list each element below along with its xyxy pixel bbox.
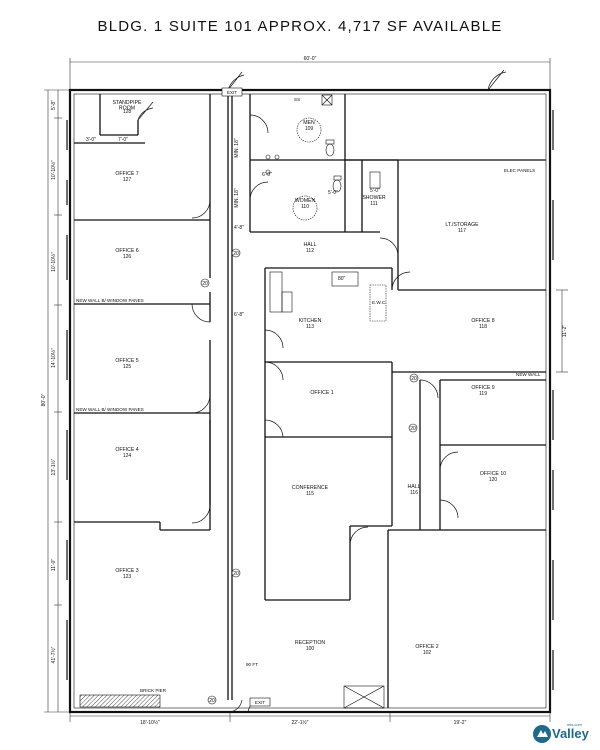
restroom-dim-3: 5'-0" bbox=[370, 188, 380, 194]
room-name: OFFICE 5 bbox=[115, 358, 138, 364]
standpipe-dim-1: 3'-0" bbox=[86, 137, 96, 143]
fixtures bbox=[265, 94, 387, 709]
plan-title: BLDG. 1 SUITE 101 APPROX. 4,717 SF AVAIL… bbox=[97, 18, 503, 35]
room-number: 111 bbox=[370, 201, 378, 207]
left-seg-4: 14'-10½" bbox=[50, 348, 57, 368]
left-total-label: 80'-0" bbox=[41, 393, 47, 406]
room-name: SHOWER bbox=[362, 195, 386, 201]
room-name: CONFERENCE bbox=[292, 485, 329, 491]
exit-sign-top bbox=[221, 87, 243, 97]
logo-text: Valley bbox=[552, 726, 589, 741]
tag-20a: 20 bbox=[202, 281, 208, 287]
left-seg-2: 10'-10½" bbox=[50, 160, 57, 180]
hall-dim-2: 6'-8" bbox=[234, 312, 244, 318]
left-seg-6: 11'-0" bbox=[51, 559, 57, 572]
kitchen-dim: 80" bbox=[338, 276, 346, 282]
overall-width-label: 60'-0" bbox=[304, 56, 317, 62]
min-18-a: MIN. 18" bbox=[234, 138, 240, 158]
room-number: 128 bbox=[123, 109, 132, 115]
top-dimension-line bbox=[69, 58, 551, 90]
left-seg-1: 5'-8" bbox=[51, 100, 57, 110]
exterior-walls bbox=[68, 88, 552, 714]
brick-pier-note: BRICK PIER bbox=[140, 688, 167, 693]
valleymls-logo bbox=[533, 725, 551, 743]
room-name: OFFICE 9 bbox=[471, 385, 494, 391]
bottom-seg-1: 18'-10½" bbox=[140, 719, 160, 726]
room-name: OFFICE 3 bbox=[115, 568, 138, 574]
bottom-seg-3: 19'-2" bbox=[454, 720, 467, 726]
room-number: 115 bbox=[306, 491, 314, 497]
room-number: 112 bbox=[306, 248, 314, 254]
right-dimension-line bbox=[556, 289, 568, 373]
tag-20f: 20 bbox=[233, 571, 239, 577]
ss-note: SS bbox=[294, 97, 300, 102]
room-number: 120 bbox=[489, 477, 498, 483]
room-number: 126 bbox=[123, 254, 132, 260]
room-name: OFFICE 10 bbox=[480, 471, 506, 477]
restroom-dim-2: 5'-0" bbox=[328, 190, 338, 196]
ewc-note: E.W.C. bbox=[372, 300, 386, 305]
ft90-note: 90 FT bbox=[246, 662, 258, 667]
room-name: OFFICE 6 bbox=[115, 248, 138, 254]
new-wall-note-1: NEW WALL B/ WINDOW PANES bbox=[76, 298, 144, 303]
left-dimension-line bbox=[44, 89, 70, 713]
room-name: LT./STORAGE bbox=[445, 222, 479, 228]
room-name: OFFICE 4 bbox=[115, 447, 138, 453]
room-number: 124 bbox=[123, 453, 132, 459]
room-name: OFFICE 2 bbox=[415, 644, 438, 650]
bottom-dimension-line bbox=[69, 712, 551, 722]
interior-walls bbox=[74, 94, 546, 708]
hall-dim-1: 4'-8" bbox=[234, 225, 244, 231]
standpipe-dim-2: 7'-0" bbox=[118, 137, 128, 143]
exit-bottom-label: EXIT bbox=[255, 700, 265, 705]
room-number: 116 bbox=[410, 490, 418, 496]
min-18-b: MIN. 18" bbox=[234, 188, 240, 208]
room-name: MEN bbox=[303, 120, 315, 126]
new-wall-note-3: NEW WALL bbox=[516, 372, 541, 377]
room-number: 118 bbox=[479, 324, 487, 330]
left-seg-5: 13'-1½" bbox=[50, 458, 57, 475]
door-tags bbox=[200, 248, 419, 705]
left-windows bbox=[66, 110, 554, 690]
new-wall-note-2: NEW WALL B/ WINDOW PANES bbox=[76, 407, 144, 412]
room-name: WOMEN bbox=[295, 198, 316, 204]
room-name: KITCHEN bbox=[299, 318, 322, 324]
room-name: HALL bbox=[408, 484, 421, 490]
elec-panels-note: ELEC PANELS bbox=[504, 168, 535, 173]
exit-top-label: EXIT bbox=[227, 90, 237, 95]
bottom-seg-2: 22'-1½" bbox=[292, 719, 309, 726]
room-name: OFFICE 7 bbox=[115, 171, 138, 177]
room-number: 113 bbox=[306, 324, 314, 330]
room-name: RECEPTION bbox=[295, 640, 326, 646]
room-number: 100 bbox=[306, 646, 315, 652]
room-number: 119 bbox=[479, 391, 487, 397]
room-name: OFFICE 8 bbox=[471, 318, 494, 324]
right-seg-1: 11'-2" bbox=[562, 325, 568, 338]
room-number: 110 bbox=[301, 204, 309, 210]
room-number: 125 bbox=[123, 364, 132, 370]
room-number: 102 bbox=[423, 650, 432, 656]
room-number: 117 bbox=[458, 228, 466, 234]
restroom-dim-1: 6'-0" bbox=[262, 172, 272, 178]
room-number: 127 bbox=[123, 177, 132, 183]
tag-20c: 20 bbox=[410, 426, 416, 432]
left-seg-3: 10'-10½" bbox=[50, 252, 57, 272]
logo-subtext: mls.com bbox=[567, 722, 582, 727]
exit-sign-bottom bbox=[249, 697, 271, 707]
room-number: 123 bbox=[123, 574, 132, 580]
room-name: OFFICE 1 bbox=[310, 390, 333, 396]
room-number: 109 bbox=[305, 126, 314, 132]
tag-20b: 20 bbox=[411, 376, 417, 382]
room-name: HALL bbox=[304, 242, 317, 248]
brick-pier bbox=[79, 694, 161, 708]
tag-20d: 20 bbox=[209, 698, 215, 704]
left-seg-7: 41'-7½" bbox=[50, 646, 57, 663]
tag-20e: 20 bbox=[233, 251, 239, 257]
